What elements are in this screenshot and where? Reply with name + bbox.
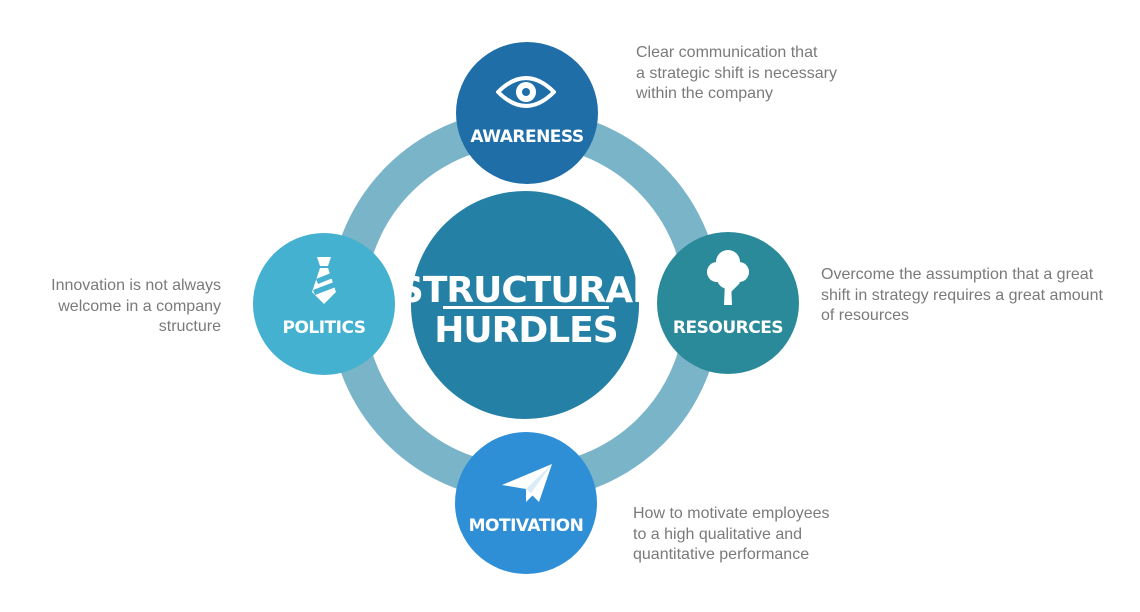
- resources-description: Overcome the assumption that a great shi…: [821, 265, 1103, 327]
- politics-description-line: structure: [158, 318, 221, 335]
- resources-label: RESOURCES: [673, 318, 783, 338]
- motivation-description-line: to a high qualitative and: [633, 525, 803, 543]
- motivation-label: MOTIVATION: [469, 516, 584, 536]
- eye-icon: [496, 76, 556, 108]
- politics-label: POLITICS: [282, 318, 365, 338]
- paper-plane-icon: [502, 464, 552, 502]
- awareness-description-line: within the company: [636, 85, 773, 102]
- tree-icon: [707, 250, 749, 305]
- awareness-node: AWARENESS: [456, 42, 598, 184]
- motivation-description: How to motivate employees to a high qual…: [633, 504, 830, 566]
- politics-description: Innovation is not always welcome in a co…: [51, 276, 221, 338]
- center-title-underline: [443, 306, 609, 309]
- awareness-label: AWARENESS: [470, 127, 583, 147]
- center-title-line2: HURDLES: [434, 310, 617, 351]
- motivation-description-line: How to motivate employees: [633, 505, 830, 522]
- politics-description-line: Innovation is not always: [51, 277, 221, 294]
- motivation-description-line: quantitative performance: [633, 546, 810, 563]
- motivation-node: MOTIVATION: [455, 432, 597, 574]
- awareness-description: Clear communication that a strategic shi…: [636, 43, 837, 105]
- resources-description-line: of resources: [821, 307, 910, 324]
- tie-icon: [312, 257, 336, 304]
- resources-description-line: Overcome the assumption that a great: [821, 266, 1094, 283]
- resources-description-line: shift in strategy requires a great amoun…: [821, 286, 1103, 304]
- politics-node: POLITICS: [253, 233, 395, 375]
- awareness-description-line: Clear communication that: [636, 44, 818, 61]
- awareness-description-line: a strategic shift is necessary: [636, 64, 837, 82]
- politics-description-line: welcome in a company: [58, 297, 221, 315]
- resources-node: RESOURCES: [657, 232, 799, 374]
- center-title-line1: STRUCTURAL: [398, 270, 654, 311]
- center-circle: STRUCTURAL HURDLES: [398, 191, 655, 419]
